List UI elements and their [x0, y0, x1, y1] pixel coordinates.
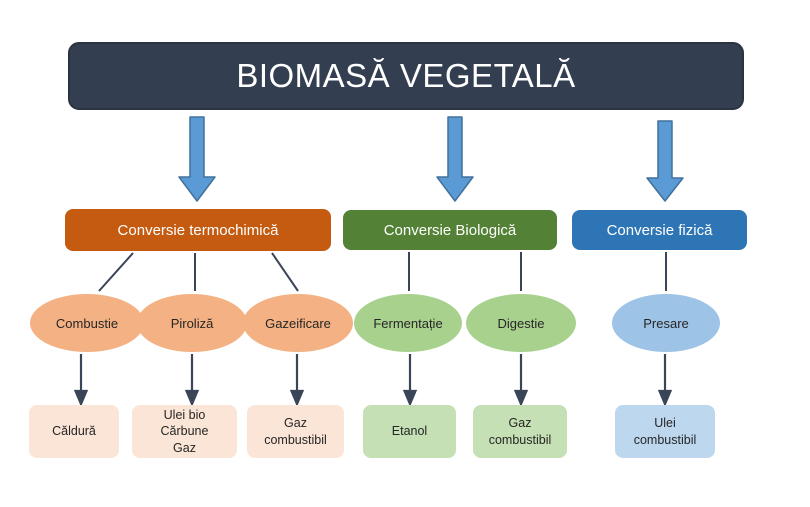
output-arrow-icons: [73, 354, 673, 407]
process-ellipse-combustie: Combustie: [30, 294, 144, 352]
process-label: Digestie: [497, 315, 545, 331]
process-label: Presare: [643, 315, 689, 331]
branch-connector-lines: [98, 252, 667, 292]
process-label: Combustie: [55, 315, 119, 331]
process-ellipse-presare: Presare: [612, 294, 720, 352]
output-label: Gaz combustibil: [488, 416, 552, 447]
process-label: Fermentație: [373, 315, 443, 331]
process-ellipse-digestie: Digestie: [466, 294, 576, 352]
branch-box-physical: Conversie fizică: [572, 210, 747, 250]
block-arrow-down-icon: [178, 116, 216, 202]
output-box-ulei-bio-carbune-gaz: Ulei bio Cărbune Gaz: [132, 405, 237, 458]
process-label: Gazeificare: [265, 315, 331, 331]
output-label: Etanol: [391, 424, 428, 439]
output-box-caldura: Căldură: [29, 405, 119, 458]
block-arrow-down-icon: [646, 120, 684, 202]
branch-label: Conversie Biologică: [383, 221, 517, 239]
output-box-etanol: Etanol: [363, 405, 456, 458]
page-title: BIOMASĂ VEGETALĂ: [236, 57, 576, 94]
branch-label: Conversie termochimică: [117, 221, 279, 239]
process-ellipse-piroliza: Piroliză: [137, 294, 247, 352]
output-label: Ulei bio Cărbune Gaz: [160, 408, 209, 455]
branch-box-biological: Conversie Biologică: [343, 210, 557, 250]
output-label: Ulei combustibil: [633, 416, 697, 447]
output-box-ulei-combustibil: Ulei combustibil: [615, 405, 715, 458]
process-ellipse-fermentatie: Fermentație: [354, 294, 462, 352]
process-ellipse-gazeificare: Gazeificare: [243, 294, 353, 352]
block-arrow-down-icon: [436, 116, 474, 202]
branch-box-thermochemical: Conversie termochimică: [65, 209, 331, 251]
output-box-gaz-combustibil: Gaz combustibil: [247, 405, 344, 458]
output-label: Căldură: [52, 424, 96, 439]
title-box: BIOMASĂ VEGETALĂ: [68, 42, 744, 110]
output-box-gaz-combustibil-2: Gaz combustibil: [473, 405, 567, 458]
output-label: Gaz combustibil: [264, 416, 327, 447]
branch-label: Conversie fizică: [606, 221, 713, 239]
process-label: Piroliză: [170, 315, 214, 331]
